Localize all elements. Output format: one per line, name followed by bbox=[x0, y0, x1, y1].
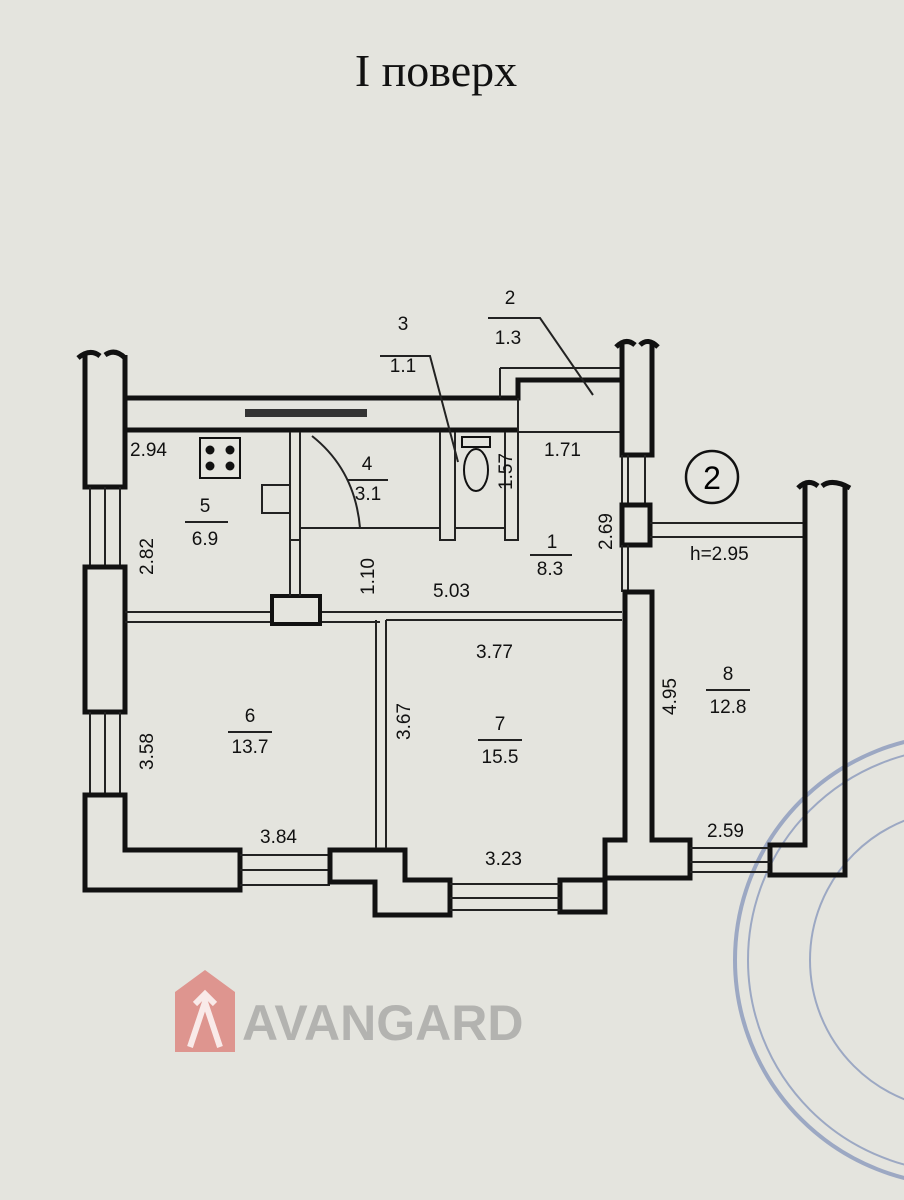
room-7-number: 7 bbox=[495, 714, 506, 735]
dim-kitchen-length: 2.82 bbox=[137, 538, 158, 575]
floor-title: I поверх bbox=[355, 45, 517, 96]
dim-kitchen-width: 2.94 bbox=[130, 440, 167, 461]
dim-hall-1-10: 1.10 bbox=[358, 558, 379, 595]
room-8-area: 12.8 bbox=[710, 697, 747, 718]
dim-hall-2-69: 2.69 bbox=[596, 513, 617, 550]
room-1-number: 1 bbox=[547, 532, 558, 553]
room-5-number: 5 bbox=[200, 496, 211, 517]
room-2-number: 2 bbox=[505, 288, 516, 309]
dim-hall-1-57: 1.57 bbox=[496, 453, 517, 490]
dim-room6-length: 3.58 bbox=[137, 733, 158, 770]
room-2-area: 1.3 bbox=[495, 328, 521, 349]
dim-room8-width: 2.59 bbox=[707, 821, 744, 842]
room-8-number: 8 bbox=[723, 664, 734, 685]
leader-lines bbox=[380, 317, 594, 463]
stamp bbox=[733, 740, 904, 1180]
room-1-area: 8.3 bbox=[537, 559, 563, 580]
dim-room7-length: 3.67 bbox=[394, 703, 415, 740]
room-labels: 1 8.3 2 1.3 3 1.1 4 3.1 5 6.9 6 13.7 7 1… bbox=[185, 288, 750, 768]
toilet-icon bbox=[461, 436, 491, 492]
dim-hall-length: 5.03 bbox=[433, 581, 470, 602]
watermark-logo bbox=[175, 970, 235, 1052]
room-3-number: 3 bbox=[398, 314, 409, 335]
room-6-area: 13.7 bbox=[232, 737, 269, 758]
room-4-area: 3.1 bbox=[355, 484, 381, 505]
ceiling-height: h=2.95 bbox=[690, 544, 749, 565]
dim-room8-length: 4.95 bbox=[660, 678, 681, 715]
apartment-number: 2 bbox=[703, 460, 721, 496]
room-7-area: 15.5 bbox=[482, 747, 519, 768]
dim-room6-width: 3.84 bbox=[260, 827, 297, 848]
dimension-labels: 2.94 2.82 1.71 1.57 1.10 5.03 2.69 h=2.9… bbox=[130, 440, 749, 870]
dim-room7-width-top: 3.77 bbox=[476, 642, 513, 663]
room-5-area: 6.9 bbox=[192, 529, 218, 550]
room-4-number: 4 bbox=[362, 454, 373, 475]
dim-hall-1-71: 1.71 bbox=[544, 440, 581, 461]
room-3-area: 1.1 bbox=[390, 356, 416, 377]
watermark-text: AVANGARD bbox=[242, 995, 523, 1051]
room-6-number: 6 bbox=[245, 706, 256, 727]
apartment-marker bbox=[684, 449, 740, 505]
stove-icon bbox=[199, 437, 241, 479]
dim-room7-width: 3.23 bbox=[485, 849, 522, 870]
walls bbox=[76, 339, 852, 918]
